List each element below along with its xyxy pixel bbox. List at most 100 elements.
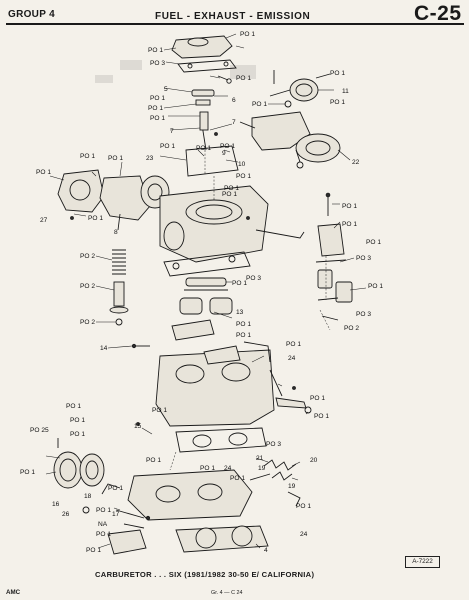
figure-reference-code: A-7222 [405,556,440,568]
callout-label: 7 [232,119,236,126]
right-side-hardware [315,192,353,331]
footer-page-ref: Gr. 4 — C 24 [211,590,243,596]
callout-label: 18 [84,493,92,500]
callout-label: 8 [114,229,118,236]
callout-label: NA [98,521,108,528]
choke-linkage-parts [191,75,232,175]
callout-label: PO 1 [222,191,237,198]
callout-label: 22 [352,159,360,166]
vacuum-bracket [239,111,341,169]
callout-label: 4 [264,547,268,554]
callout-label: PO 1 [240,31,255,38]
callout-label: PO 1 [150,115,165,122]
callout-label: PO 1 [148,47,163,54]
top-cover-assembly [171,35,237,73]
page-code: C-25 [414,2,462,25]
callout-label: 23 [146,155,154,162]
callout-labels: PO 1 PO 1 PO 3 PO 1 PO 1 5 PO 1 6 PO 1 P… [20,31,383,554]
callout-label: 24 [288,355,296,362]
callout-label: PO 3 [246,275,261,282]
callout-label: PO 1 [330,99,345,106]
callout-label: PO 1 [310,395,325,402]
gasket-hole [172,262,180,270]
callout-label: 14 [100,345,108,352]
callout-label: PO 2 [80,283,95,290]
float-bowl-body [155,341,275,427]
callout-label: PO 1 [200,465,215,472]
callout-label: PO 1 [152,407,167,414]
callout-label: PO 1 [314,413,329,420]
header-rule [6,23,464,25]
callout-label: 20 [310,457,318,464]
flange-gasket [175,525,269,553]
callout-label: PO 1 [342,221,357,228]
callout-label: PO 1 [96,507,111,514]
callout-label: PO 1 [88,215,103,222]
callout-label: PO 1 [146,457,161,464]
callout-label: PO 3 [356,255,371,262]
callout-label: PO 1 [230,475,245,482]
pump-plunger-parts [109,249,129,326]
callout-label: PO 3 [266,441,281,448]
base-gaskets [169,427,267,471]
callout-label: PO 1 [150,95,165,102]
callout-label: PO 1 [236,332,251,339]
callout-label: PO 25 [30,427,49,434]
callout-label: 11 [342,88,349,95]
callout-label: 9 [222,150,226,157]
callout-label: PO 2 [80,319,95,326]
float-assembly [171,277,233,341]
callout-label: PO 1 [86,547,101,554]
callout-label: PO 1 [236,321,251,328]
callout-label: PO 1 [232,280,247,287]
callout-label: PO 1 [20,469,35,476]
callout-label: PO 1 [80,153,95,160]
choke-vacuum-break [269,70,331,108]
misc-screws [70,132,296,426]
idle-springs [263,459,301,507]
choke-coil-housing [57,169,170,231]
leader-lines [45,33,367,549]
callout-label: 19 [288,483,296,490]
callout-label: PO 1 [368,283,383,290]
throttle-linkage [269,369,312,414]
callout-label: PO 1 [236,173,251,180]
callout-label: PO 1 [108,485,123,492]
callout-label: 19 [258,465,266,472]
footer-brand: AMC [6,589,21,596]
callout-label: PO 1 [220,143,235,150]
callout-label: 15 [134,423,142,430]
lower-left-hardware [82,506,151,555]
callout-label: PO 1 [148,105,163,112]
callout-label: PO 1 [296,503,311,510]
callout-label: 13 [236,309,244,316]
callout-label: 7 [170,128,174,135]
callout-label: PO 1 [342,203,357,210]
figure-caption: CARBURETOR . . . SIX (1981/1982 30-50 E/… [95,570,315,579]
section-title: FUEL - EXHAUST - EMISSION [155,11,311,22]
callout-label: PO 1 [224,185,239,192]
pulloff-diaphragm [53,438,105,489]
callout-label: PO 1 [108,155,123,162]
bleed-through-marks [95,60,256,83]
callout-label: 16 [52,501,60,508]
callout-label: PO 1 [66,403,81,410]
gasket-hole [228,255,236,263]
callout-label: PO 1 [70,431,85,438]
air-horn-body [159,145,305,263]
callout-label: PO 2 [344,325,359,332]
callout-label: 6 [232,97,236,104]
callout-label: PO 1 [286,341,301,348]
callout-label: 27 [40,217,48,224]
callout-label: PO 1 [70,417,85,424]
callout-label: PO 2 [80,253,95,260]
callout-label: 17 [112,511,120,518]
callout-label: PO 1 [330,70,345,77]
callout-label: PO 1 [366,239,381,246]
callout-label: PO 3 [356,311,371,318]
callout-label: PO 3 [150,60,165,67]
callout-label: 24 [300,531,308,538]
callout-label: 21 [256,455,264,462]
